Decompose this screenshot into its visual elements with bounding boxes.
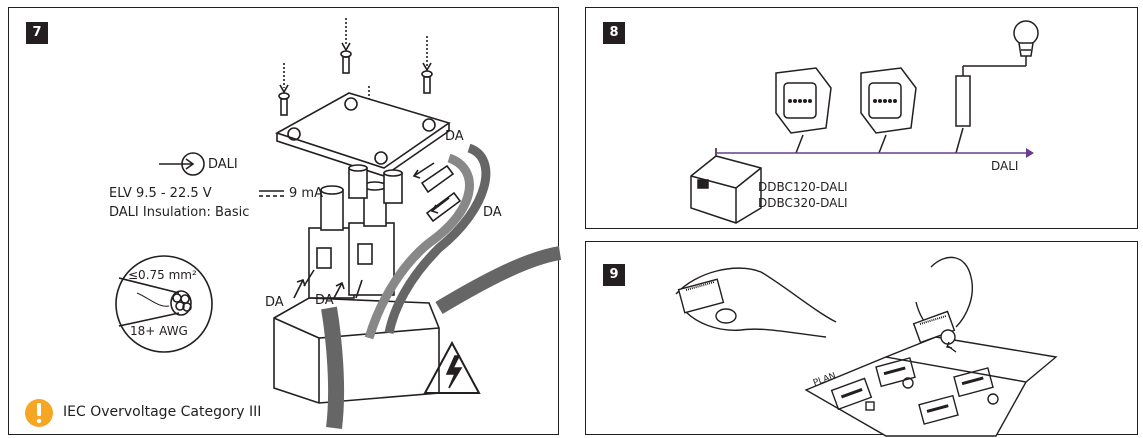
current-text: 9 mA bbox=[289, 186, 323, 201]
screw-icon bbox=[421, 36, 433, 94]
dali-topology-illustration bbox=[690, 20, 1039, 224]
overvoltage-text: IEC Overvoltage Category III bbox=[63, 404, 262, 420]
panel-step-7: 7 bbox=[8, 7, 562, 435]
da-label-2: DA bbox=[315, 293, 334, 308]
da-label-3: DA bbox=[445, 129, 464, 144]
high-voltage-warning-icon bbox=[423, 340, 481, 394]
elv-voltage-text: ELV 9.5 - 22.5 V bbox=[109, 186, 212, 201]
dali-label: DALI bbox=[208, 157, 238, 172]
dali-controller-device bbox=[690, 148, 762, 224]
warning-exclamation-icon bbox=[25, 399, 53, 427]
model-2-text: DDBC320-DALI bbox=[758, 196, 848, 210]
wire-cross-section-icon bbox=[115, 255, 213, 353]
sensor-device bbox=[775, 67, 832, 134]
panel-step-9: 9 bbox=[585, 241, 1138, 437]
led-driver-device bbox=[955, 75, 971, 127]
hand-holding-label bbox=[675, 267, 837, 338]
label-sticker bbox=[953, 367, 994, 398]
label-sticker bbox=[918, 394, 959, 425]
junction-box-lid bbox=[275, 92, 451, 169]
awg-text: 18+ AWG bbox=[130, 324, 188, 338]
junction-box bbox=[273, 297, 440, 404]
step-badge-8: 8 bbox=[603, 22, 625, 44]
labeling-illustration bbox=[675, 256, 1058, 437]
terminal-block bbox=[308, 185, 355, 299]
wire-size-text: ≤0.75 mm² bbox=[128, 268, 197, 282]
insulation-text: DALI Insulation: Basic bbox=[109, 205, 250, 220]
screw-icon bbox=[340, 18, 352, 74]
floor-plan-sheet bbox=[804, 356, 1028, 437]
screw-icon bbox=[278, 63, 290, 116]
terminal-block bbox=[348, 164, 403, 296]
hand-placing-label bbox=[912, 256, 973, 353]
step-badge-9: 9 bbox=[603, 264, 625, 286]
da-label-4: DA bbox=[483, 205, 502, 220]
label-sticker bbox=[830, 377, 873, 411]
dali-bus-label: DALI bbox=[991, 159, 1019, 173]
da-label-1: DA bbox=[265, 295, 284, 310]
lightbulb-icon bbox=[1013, 20, 1039, 66]
panel-step-8: 8 bbox=[585, 7, 1138, 229]
model-1-text: DDBC120-DALI bbox=[758, 180, 848, 194]
step-badge-7: 7 bbox=[26, 22, 48, 44]
label-sticker bbox=[875, 357, 916, 388]
wiring-illustration bbox=[25, 18, 562, 429]
sensor-device bbox=[860, 67, 917, 134]
